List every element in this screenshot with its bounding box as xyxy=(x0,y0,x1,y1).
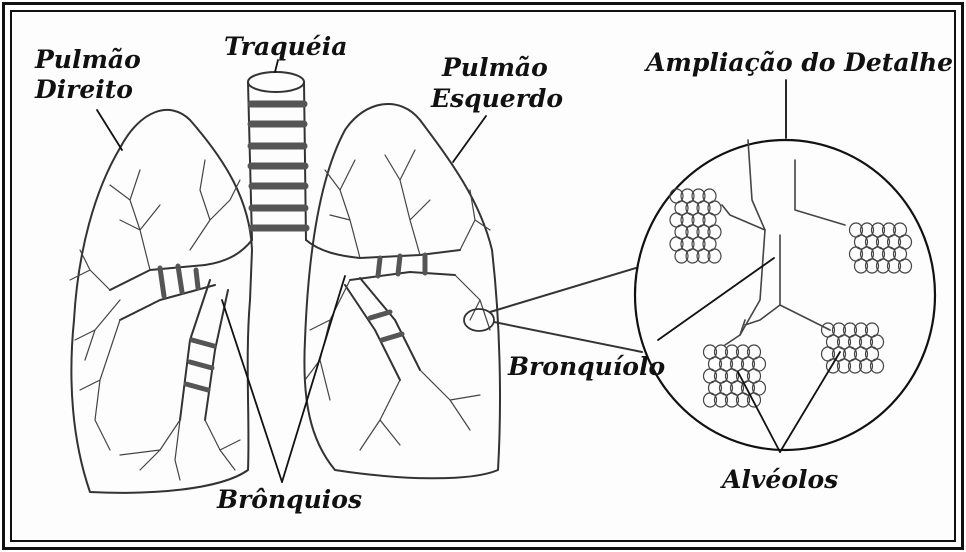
detail-connector-bottom xyxy=(494,322,642,352)
bronchiole-branches xyxy=(70,150,490,480)
label-leaders xyxy=(97,60,840,482)
label-bronquios: Brônquios xyxy=(217,487,362,512)
label-alveolos: Alvéolos xyxy=(722,467,838,492)
detail-connector-top xyxy=(490,268,636,312)
label-pulmao-direito-line1: Pulmão xyxy=(35,47,141,72)
label-pulmao-direito-line2: Direito xyxy=(35,77,133,102)
alveoli-cluster xyxy=(670,189,721,263)
trachea-rings xyxy=(251,104,306,228)
alveoli-clusters xyxy=(670,189,912,407)
alveoli-cluster xyxy=(850,223,912,273)
label-pulmao-esquerdo-line1: Pulmão xyxy=(442,55,548,80)
label-traqueia: Traquéia xyxy=(224,34,347,59)
label-pulmao-esquerdo-line2: Esquerdo xyxy=(431,86,563,111)
alveoli-cluster xyxy=(822,323,884,373)
alveoli-cluster xyxy=(704,345,766,407)
label-bronquiolo: Bronquíolo xyxy=(508,354,665,379)
magnified-bronchiole xyxy=(722,140,845,345)
label-ampliacao: Ampliação do Detalhe xyxy=(646,50,953,75)
magnification-circle xyxy=(635,140,935,450)
